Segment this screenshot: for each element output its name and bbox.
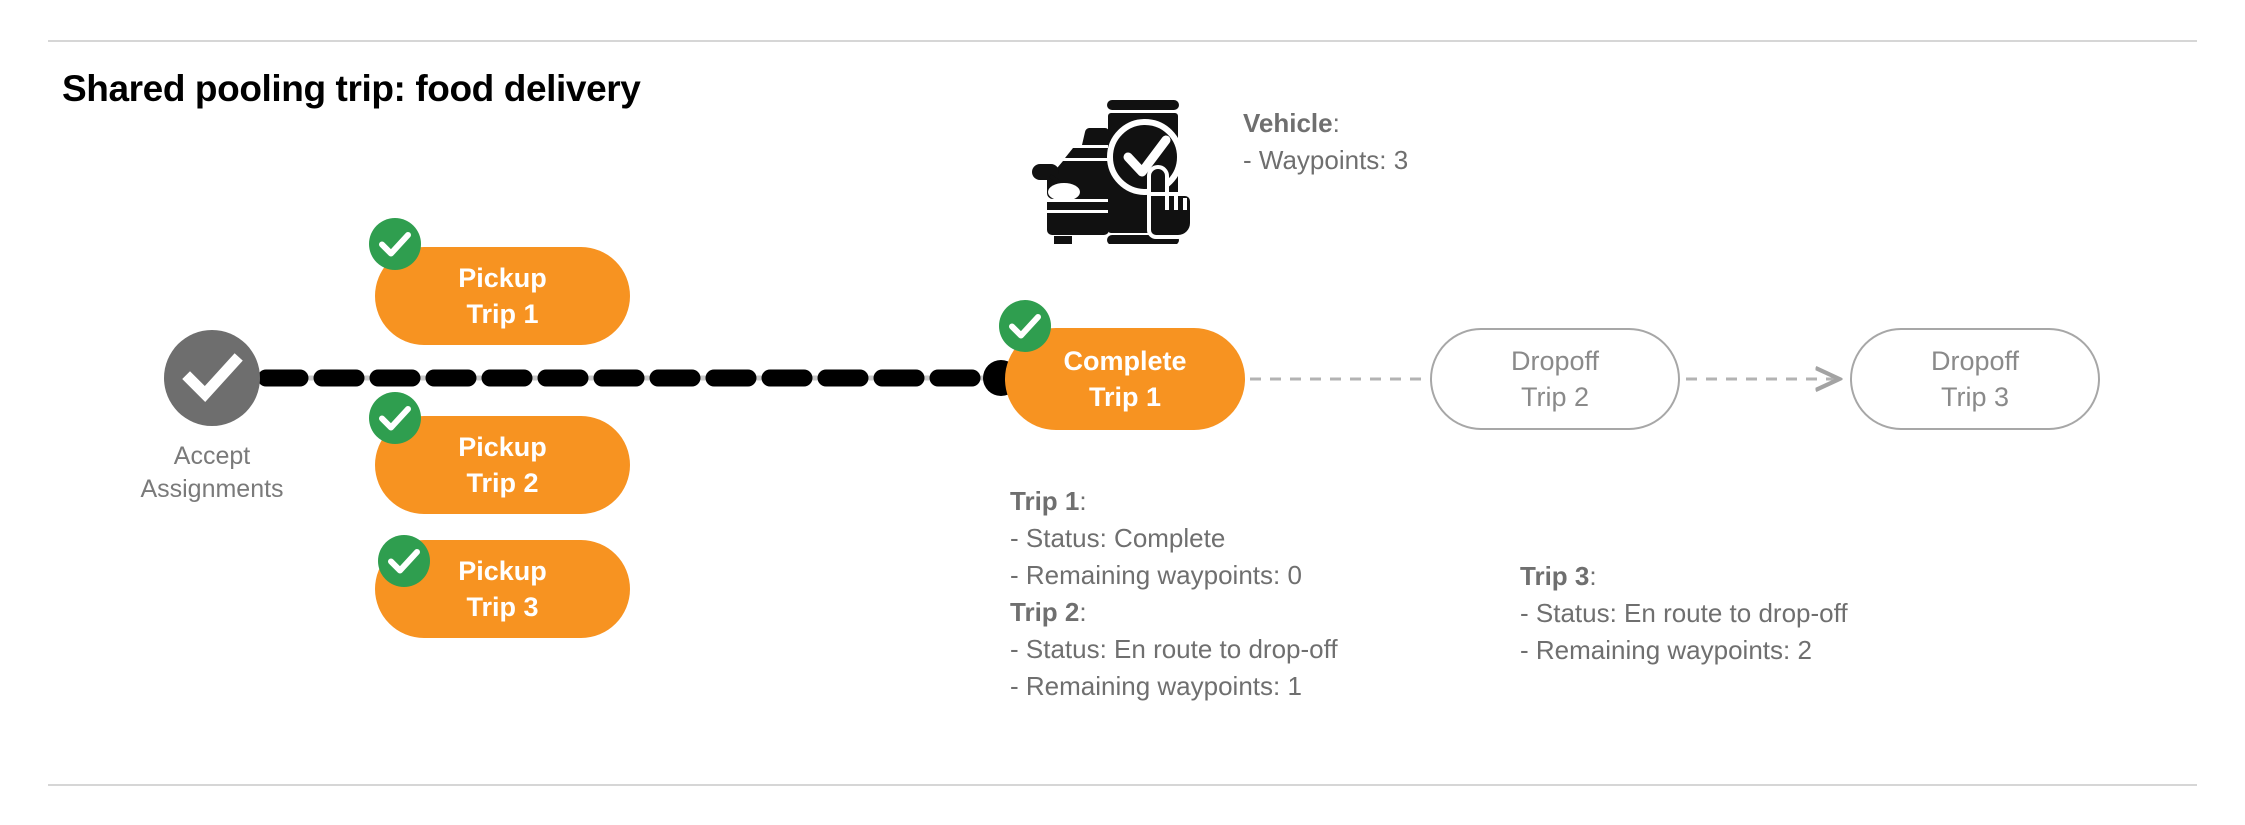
dropoff-3-line2: Trip 3 <box>1940 382 2009 412</box>
vehicle-info-block: Vehicle: - Waypoints: 3 <box>1243 105 1408 179</box>
page-title: Shared pooling trip: food delivery <box>62 68 641 109</box>
dropoff-trip-2-pill[interactable]: Dropoff Trip 2 <box>1430 328 1680 430</box>
check-badge-pickup-1 <box>369 218 421 270</box>
accept-label-line1: Accept <box>173 442 251 470</box>
car-phone-check-icon <box>1032 84 1194 250</box>
trip-1-heading-row: Trip 1: <box>1010 483 1338 520</box>
trip-3-status: - Status: En route to drop-off <box>1520 597 1848 628</box>
vehicle-heading-row: Vehicle: <box>1243 105 1408 142</box>
trip-3-heading: Trip 3 <box>1520 561 1590 591</box>
check-badge-icon <box>388 549 420 574</box>
trip-3-waypoints: - Remaining waypoints: 2 <box>1520 634 1812 665</box>
divider-bottom <box>48 784 2197 786</box>
trip-2-heading: Trip 2 <box>1010 596 1080 627</box>
pickup-3-line1: Pickup <box>458 555 547 586</box>
trip-1-heading-suffix: : <box>1079 486 1087 516</box>
check-badge-icon <box>379 232 411 257</box>
pickup-trip-1-pill[interactable]: Pickup Trip 1 <box>375 247 630 345</box>
complete-1-line1: Complete <box>1063 345 1187 376</box>
trip-2-heading-row: Trip 2: <box>1010 594 1338 631</box>
dropoff-2-line2: Trip 2 <box>1520 382 1589 412</box>
dropoff-3-line1: Dropoff <box>1930 345 2020 376</box>
trip-1-waypoints: - Remaining waypoints: 0 <box>1010 559 1302 590</box>
accept-assignments-node[interactable] <box>164 330 260 426</box>
check-badge-icon <box>1009 314 1041 339</box>
trip-1-heading: Trip 1 <box>1010 486 1080 516</box>
accept-label-line2: Assignments <box>140 475 284 503</box>
check-circle-icon <box>182 353 243 402</box>
pickup-1-line1: Pickup <box>458 262 547 293</box>
check-badge-icon <box>379 406 411 431</box>
vehicle-heading: Vehicle <box>1243 108 1333 138</box>
dropoff-trip-3-pill[interactable]: Dropoff Trip 3 <box>1850 328 2100 430</box>
check-badge-pickup-2 <box>369 392 421 444</box>
trip-details-right: Trip 3: - Status: En route to drop-off -… <box>1520 558 1848 669</box>
trip-3-heading-row: Trip 3: <box>1520 558 1848 595</box>
pickup-2-line2: Trip 2 <box>466 468 539 498</box>
complete-trip-1-pill[interactable]: Complete Trip 1 <box>1005 328 1245 430</box>
trip-2-waypoints: - Remaining waypoints: 1 <box>1010 670 1302 701</box>
vehicle-heading-suffix: : <box>1332 108 1340 138</box>
trip-3-heading-suffix: : <box>1589 561 1597 591</box>
dropoff-2-line1: Dropoff <box>1510 345 1600 376</box>
vehicle-waypoints: - Waypoints: 3 <box>1243 144 1409 175</box>
trip-1-status: - Status: Complete <box>1010 522 1226 553</box>
trip-2-heading-suffix: : <box>1079 596 1087 627</box>
complete-1-line2: Trip 1 <box>1088 382 1162 412</box>
divider-top <box>48 40 2197 42</box>
pickup-trip-2-pill[interactable]: Pickup Trip 2 <box>375 416 630 514</box>
pickup-3-line2: Trip 3 <box>466 592 539 622</box>
trip-2-status: - Status: En route to drop-off <box>1010 633 1338 664</box>
trip-details-left: Trip 1: - Status: Complete - Remaining w… <box>1010 483 1338 704</box>
accept-assignments-label: Accept Assignments <box>106 440 318 506</box>
check-badge-pickup-3 <box>378 535 430 587</box>
pickup-2-line1: Pickup <box>458 431 547 462</box>
pickup-1-line2: Trip 1 <box>466 299 539 329</box>
check-badge-complete-1 <box>999 300 1051 352</box>
